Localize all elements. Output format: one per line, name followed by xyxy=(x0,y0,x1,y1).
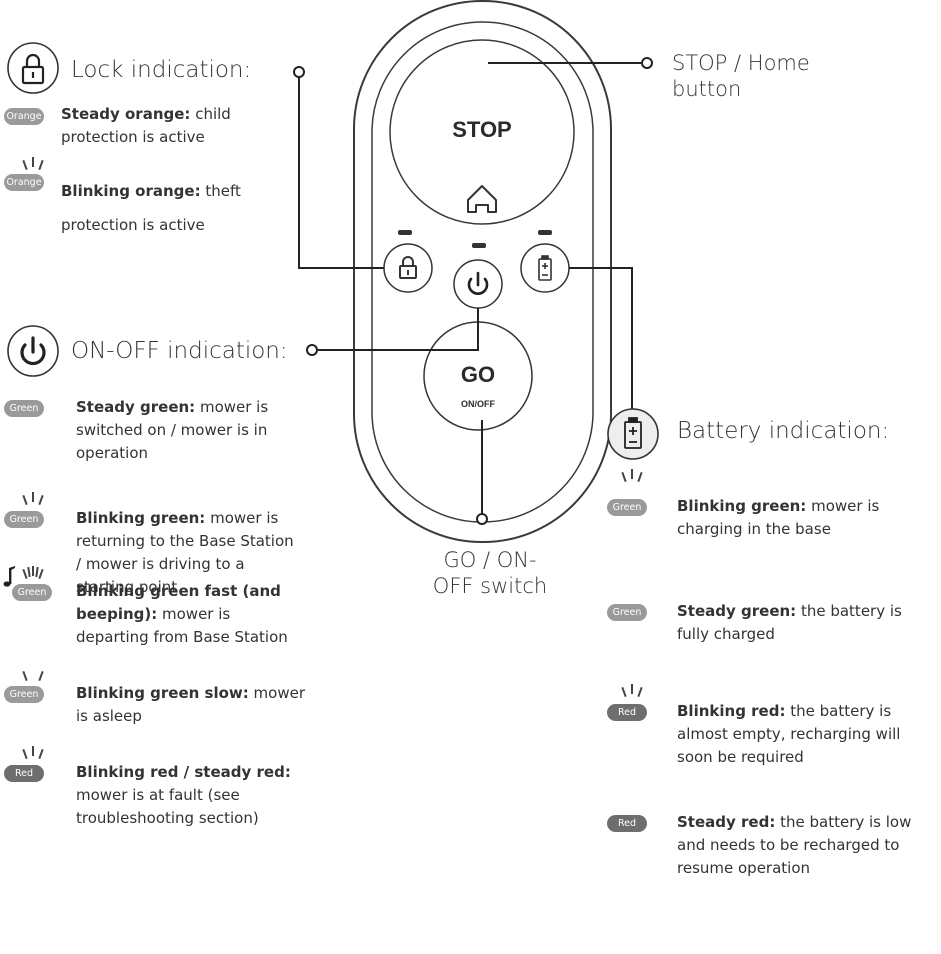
leader-endpoints xyxy=(293,57,653,525)
lock-item-steady: Steady orange: child protection is activ… xyxy=(61,103,301,149)
item-title: Blinking orange: xyxy=(61,182,201,200)
item-text: mower is returning to the Base Station /… xyxy=(76,509,294,596)
item-title: Blinking green fast (and beeping): xyxy=(76,582,281,623)
blink-indicator-icon xyxy=(617,684,647,698)
item-text: the battery is low and needs to be recha… xyxy=(677,813,912,877)
item-title: Blinking green: xyxy=(76,509,206,527)
battery-item-steady-green: Steady green: the battery is fully charg… xyxy=(677,600,907,646)
onoff-item-fast: Blinking green fast (and beeping): mower… xyxy=(76,580,301,649)
blink-indicator-icon xyxy=(18,492,48,506)
lock-item-blinking: Blinking orange: theft protection is act… xyxy=(61,174,281,242)
battery-section-heading: Battery indication: xyxy=(677,418,890,444)
go-onoff-callout: GO / ON-OFF switch xyxy=(432,548,548,599)
status-badge: Green xyxy=(607,604,647,621)
item-title: Blinking green slow: xyxy=(76,684,249,702)
power-indicator-icon xyxy=(467,271,489,295)
item-title: Steady orange: xyxy=(61,105,191,123)
power-icon xyxy=(20,336,46,366)
stop-button[interactable]: STOP xyxy=(452,117,512,142)
lock-indicator-circle xyxy=(383,243,433,293)
item-text: mower is asleep xyxy=(76,684,305,725)
item-title: Steady green: xyxy=(76,398,196,416)
onoff-section-heading: ON-OFF indication: xyxy=(71,338,288,364)
lock-led xyxy=(398,230,412,235)
status-badge: Red xyxy=(607,704,647,721)
onoff-item-slow: Blinking green slow: mower is asleep xyxy=(76,682,306,728)
onoff-item-steady-green: Steady green: mower is switched on / mow… xyxy=(76,396,301,465)
onoff-label: ON/OFF xyxy=(461,399,495,409)
battery-led xyxy=(538,230,552,235)
blink-indicator-icon xyxy=(617,469,647,483)
onoff-item-red: Blinking red / steady red: mower is at f… xyxy=(76,761,301,830)
item-title: Steady green: xyxy=(677,602,797,620)
status-badge: Red xyxy=(607,815,647,832)
item-text: theft protection is active xyxy=(61,182,241,234)
battery-item-blinking-red: Blinking red: the battery is almost empt… xyxy=(677,700,907,769)
battery-icon xyxy=(624,417,642,449)
item-text: child protection is active xyxy=(61,105,231,146)
status-badge: Orange xyxy=(4,174,44,191)
item-title: Steady red: xyxy=(677,813,776,831)
item-text: the battery is fully charged xyxy=(677,602,902,643)
status-badge: Green xyxy=(12,584,52,601)
status-badge: Green xyxy=(4,400,44,417)
leader-lines xyxy=(298,62,641,518)
item-text: mower is switched on / mower is in opera… xyxy=(76,398,269,462)
status-badge: Orange xyxy=(4,108,44,125)
home-icon xyxy=(467,185,497,213)
battery-item-steady-red: Steady red: the battery is low and needs… xyxy=(677,811,939,880)
power-led xyxy=(472,243,486,248)
remote-outer-shell xyxy=(353,0,612,543)
status-badge: Green xyxy=(4,686,44,703)
item-title: Blinking red: xyxy=(677,702,786,720)
blink-indicator-icon xyxy=(18,157,48,171)
blink-fast-indicator-icon xyxy=(18,566,48,580)
lock-section-heading: Lock indication: xyxy=(71,57,252,83)
onoff-item-blinking-green: Blinking green: mower is returning to th… xyxy=(76,507,301,599)
blink-indicator-icon xyxy=(18,746,48,760)
blink-slow-indicator-icon xyxy=(18,668,48,682)
status-badge: Green xyxy=(4,511,44,528)
padlock-icon xyxy=(21,53,45,85)
item-text: mower is at fault (see troubleshooting s… xyxy=(76,786,259,827)
battery-indicator-icon xyxy=(538,255,552,281)
battery-item-blinking-green: Blinking green: mower is charging in the… xyxy=(677,495,907,541)
stop-home-callout: STOP / Home button xyxy=(672,51,810,102)
item-title: Blinking red / steady red: xyxy=(76,763,291,781)
status-badge: Red xyxy=(4,765,44,782)
stop-button-outline xyxy=(389,39,575,225)
music-note-icon xyxy=(3,566,15,587)
lock-indicator-icon xyxy=(399,256,417,279)
item-text: mower is charging in the base xyxy=(677,497,880,538)
go-button[interactable]: GO xyxy=(460,362,496,387)
item-title: Blinking green: xyxy=(677,497,807,515)
status-badge: Green xyxy=(607,499,647,516)
item-text: the battery is almost empty, recharging … xyxy=(677,702,901,766)
item-text: mower is departing from Base Station xyxy=(76,605,288,646)
